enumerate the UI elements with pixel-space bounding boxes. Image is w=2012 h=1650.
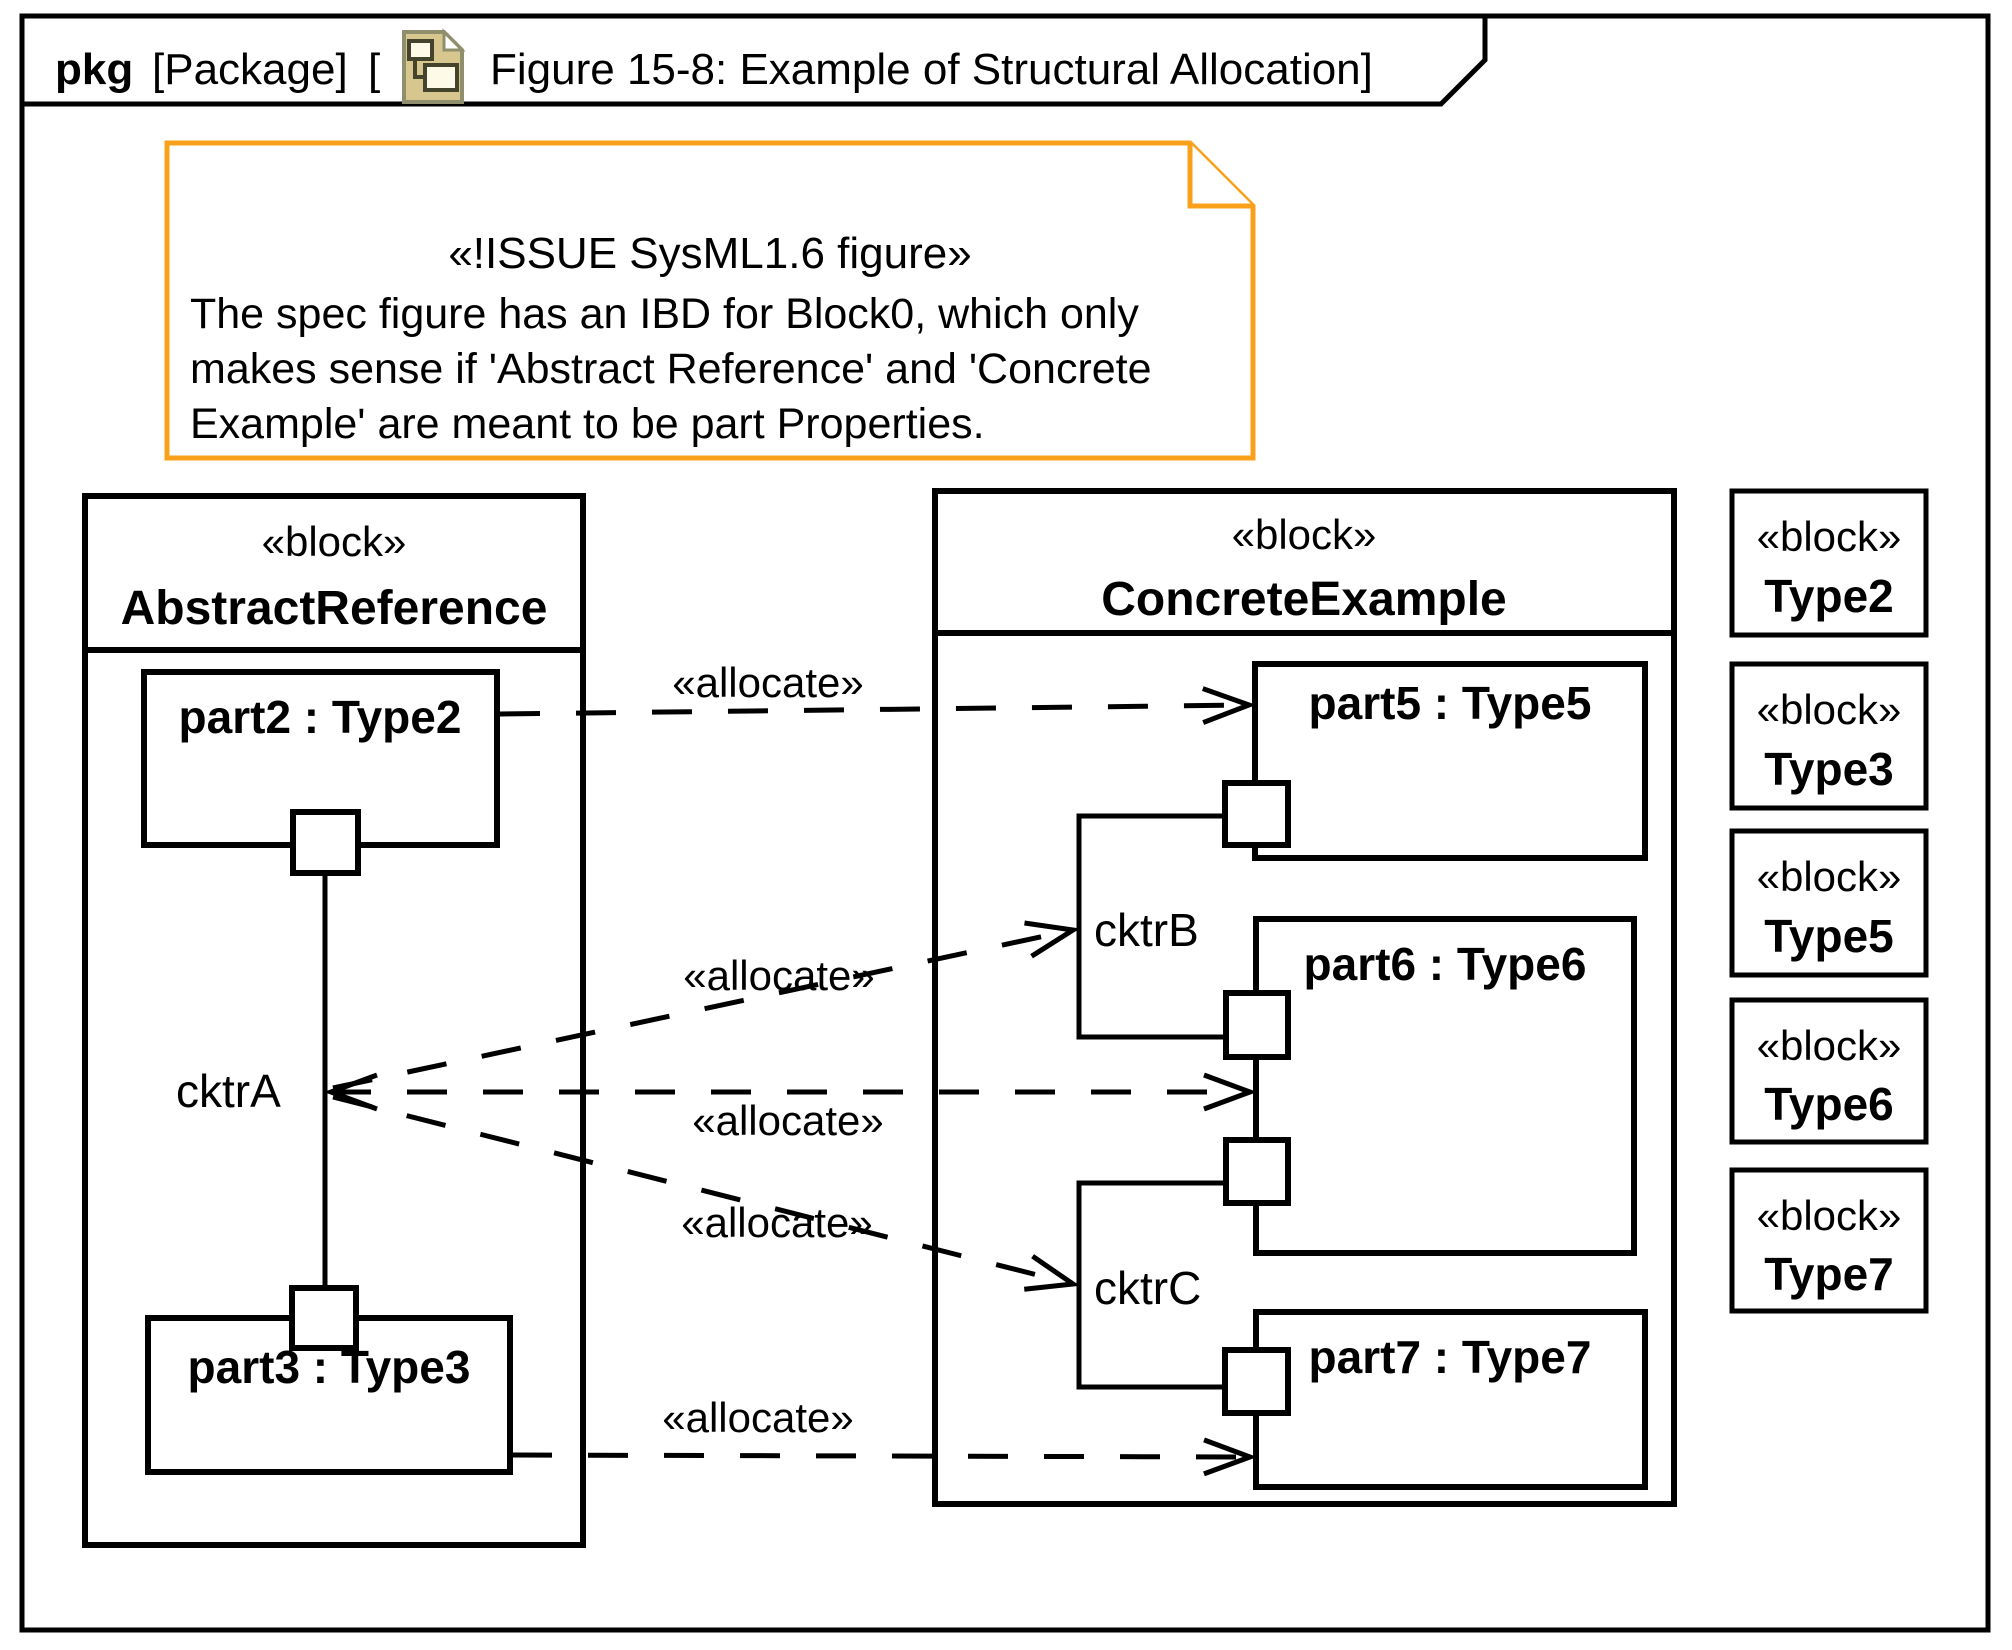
type7-keyword: «block»	[1757, 1192, 1902, 1239]
type-block-type2: «block» Type2	[1729, 488, 1929, 638]
type3-box	[1729, 661, 1929, 811]
connector-cktrC-label: cktrC	[1094, 1262, 1201, 1314]
allocate-label: «allocate»	[662, 1394, 853, 1441]
frame-tab-open-bracket: [	[368, 45, 380, 94]
frame-tab-title: Figure 15-8: Example of Structural Alloc…	[490, 45, 1373, 94]
type6-keyword: «block»	[1757, 1022, 1902, 1069]
type3-name: Type3	[1764, 743, 1894, 795]
part6-label: part6 : Type6	[1304, 938, 1587, 990]
type2-name: Type2	[1764, 570, 1894, 622]
type-block-type6: «block» Type6	[1729, 997, 1929, 1145]
part7-label: part7 : Type7	[1309, 1331, 1592, 1383]
type-block-type3: «block» Type3	[1729, 661, 1929, 811]
connector-square-part7	[1222, 1347, 1291, 1416]
type6-name: Type6	[1764, 1078, 1894, 1130]
icon-small-package	[407, 39, 434, 61]
connector-square-part3	[289, 1285, 359, 1351]
type7-name: Type7	[1764, 1248, 1894, 1300]
note-body-line: Example' are meant to be part Properties…	[190, 400, 985, 448]
note-stereotype: «!ISSUE SysML1.6 figure»	[448, 229, 971, 278]
abstract-reference-name: AbstractReference	[121, 582, 548, 635]
connector-cktrA-label: cktrA	[176, 1065, 281, 1117]
abstract-reference-keyword: «block»	[262, 518, 407, 565]
connector-square-part2	[290, 809, 361, 876]
type6-box	[1729, 997, 1929, 1145]
connector-square-part6-top	[1223, 990, 1291, 1060]
type5-name: Type5	[1764, 910, 1894, 962]
note-body-line: makes sense if 'Abstract Reference' and …	[190, 345, 1152, 393]
allocate-arrow-cktrA-cktrC	[332, 1094, 1080, 1292]
icon-connector-line	[413, 58, 425, 79]
connector-square-part6-bottom	[1223, 1137, 1291, 1206]
icon-document-fold	[442, 28, 466, 52]
part2-label: part2 : Type2	[179, 691, 462, 743]
type2-box	[1729, 488, 1929, 638]
part5-box	[1252, 661, 1648, 861]
frame-tab-keyword: pkg	[55, 45, 133, 94]
type3-keyword: «block»	[1757, 686, 1902, 733]
part5-label: part5 : Type5	[1309, 677, 1592, 729]
type7-box	[1729, 1167, 1929, 1314]
allocate-label: «allocate»	[672, 659, 863, 706]
type2-keyword: «block»	[1757, 513, 1902, 560]
icon-large-package	[423, 63, 459, 92]
note-body-line: The spec figure has an IBD for Block0, w…	[190, 290, 1139, 338]
concrete-example-name: ConcreteExample	[1101, 573, 1507, 626]
allocate-label: «allocate»	[683, 952, 874, 999]
package-diagram-icon	[402, 28, 466, 104]
type5-box	[1729, 828, 1929, 978]
connector-cktrB-label: cktrB	[1094, 904, 1199, 956]
type-block-type5: «block» Type5	[1729, 828, 1929, 978]
type5-keyword: «block»	[1757, 853, 1902, 900]
concrete-example-keyword: «block»	[1232, 511, 1377, 558]
frame-tab	[19, 13, 1488, 107]
connector-square-part5	[1222, 780, 1291, 848]
type-block-type7: «block» Type7	[1729, 1167, 1929, 1314]
allocate-label: «allocate»	[692, 1097, 883, 1144]
allocate-label: «allocate»	[681, 1199, 872, 1246]
allocate-arrow-part2-part5	[499, 686, 1257, 725]
issue-note	[164, 140, 1256, 461]
note-dogear-fold	[1187, 143, 1253, 209]
allocate-arrow-cktrA-cktrB	[332, 920, 1081, 1091]
frame-tab-package-label: [Package]	[152, 45, 348, 94]
allocate-arrow-part3-part7	[511, 1437, 1258, 1477]
